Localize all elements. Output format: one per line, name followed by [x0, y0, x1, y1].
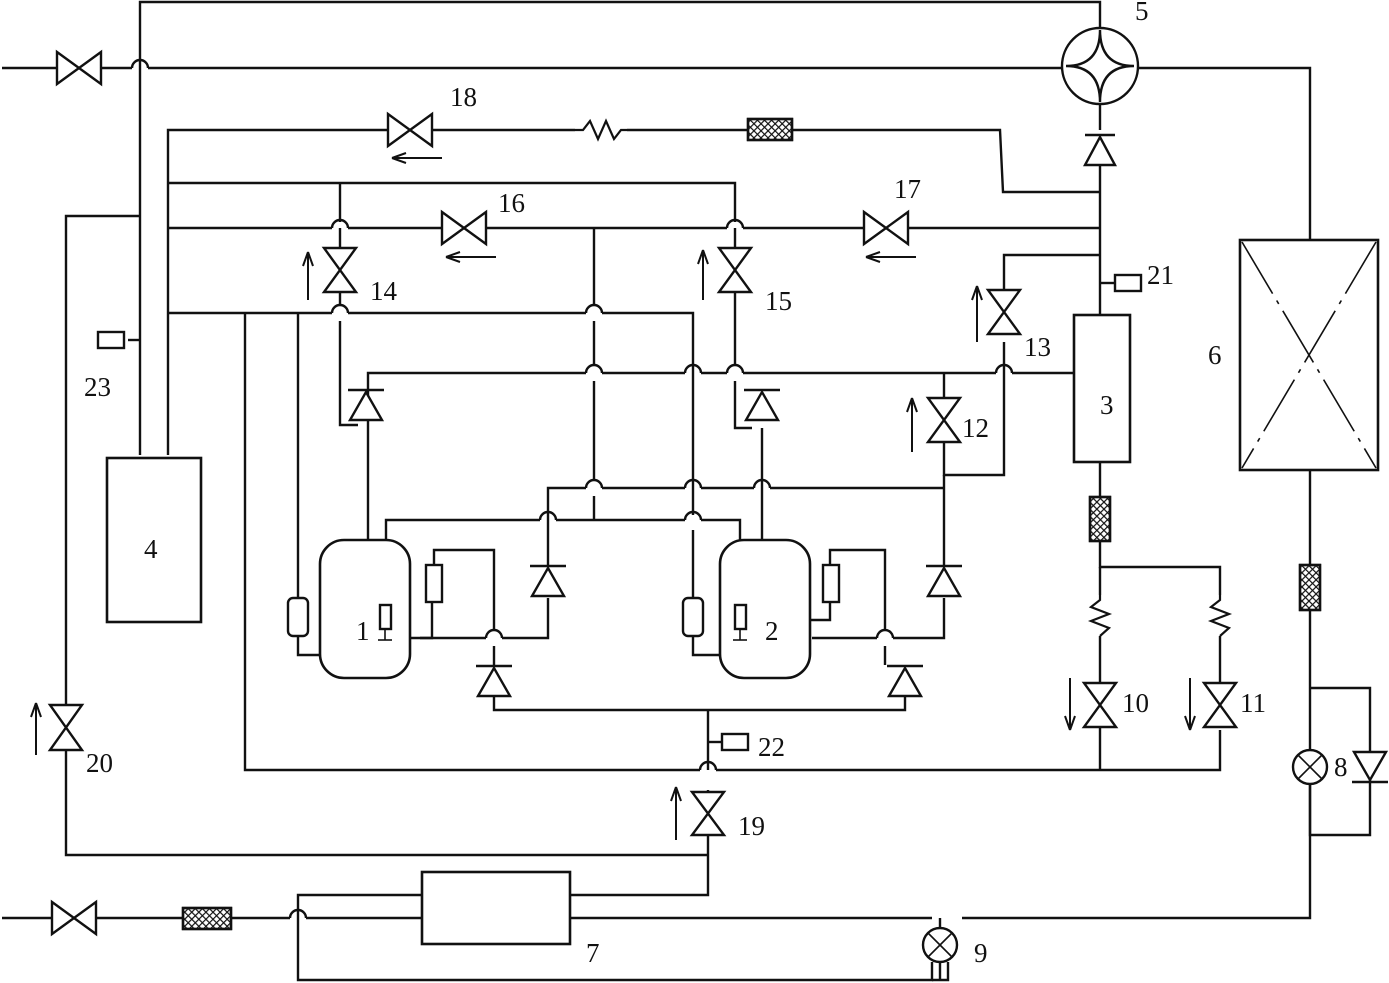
label-2: 2: [765, 616, 779, 646]
capillary-top: [575, 118, 627, 142]
label-8: 8: [1334, 752, 1348, 782]
label-6: 6: [1208, 340, 1222, 370]
filter-cond-x: [1298, 563, 1322, 612]
label-19: 19: [738, 811, 765, 841]
valve-15: [716, 246, 754, 294]
check-valve-discharge: [1082, 133, 1118, 167]
label-20: 20: [86, 748, 113, 778]
valve-inlet-top: [55, 49, 103, 87]
valve-18: [386, 111, 434, 149]
filter-sep-x: [1088, 495, 1112, 543]
flow-arrows: [30, 152, 1196, 840]
label-13: 13: [1024, 332, 1051, 362]
valve-14: [321, 246, 359, 294]
valve-20: [47, 703, 85, 752]
label-3: 3: [1100, 390, 1114, 420]
label-9: 9: [974, 938, 988, 968]
capillary-10: [1087, 595, 1113, 637]
labels: 1 2 3 4 5 6 7 8 9 10 11 12 13 14 15 16 1…: [84, 0, 1348, 968]
sensor-box-1: [424, 563, 444, 604]
sensor-22: [720, 732, 750, 752]
check-valve-comp2-top: [743, 388, 781, 422]
expansion-valve-9: [921, 926, 959, 964]
economizer-7: [420, 870, 572, 946]
valve-13: [985, 288, 1023, 336]
check-valve-comp2-bottom: [886, 664, 924, 698]
condenser-6: [1238, 238, 1380, 472]
label-10: 10: [1122, 688, 1149, 718]
label-7: 7: [586, 938, 600, 968]
valve-16: [440, 209, 488, 247]
label-17: 17: [894, 174, 921, 204]
sensor-23: [96, 330, 126, 350]
capillary-11: [1207, 595, 1233, 637]
check-valve-comp2-side: [925, 564, 963, 598]
valve-10: [1081, 681, 1119, 729]
label-14: 14: [370, 276, 398, 306]
label-21: 21: [1147, 260, 1174, 290]
label-22: 22: [758, 732, 785, 762]
label-11: 11: [1240, 688, 1266, 718]
valve-inlet-bottom: [50, 899, 98, 937]
check-valve-8-bypass: [1351, 740, 1389, 784]
valve-17: [862, 209, 910, 247]
check-valve-comp1-top: [347, 388, 385, 422]
check-valve-comp1-bottom: [475, 664, 513, 698]
separator-3: [1072, 313, 1132, 464]
label-4: 4: [144, 534, 158, 564]
valve-19: [689, 790, 727, 837]
label-23: 23: [84, 372, 111, 402]
sensor-21: [1113, 273, 1143, 293]
label-12: 12: [962, 413, 989, 443]
compressor-2: [718, 538, 812, 680]
tank-4: [105, 456, 203, 624]
four-way-valve-5: [1060, 26, 1140, 106]
oil-heater-2: [681, 596, 705, 638]
filter-top-x: [746, 117, 794, 142]
filter-bottom-x: [181, 906, 233, 931]
compressor-1: [318, 538, 412, 680]
check-valve-comp1-side: [529, 564, 567, 598]
expansion-valve-8: [1291, 748, 1329, 786]
label-18: 18: [450, 82, 477, 112]
valve-12: [925, 396, 963, 444]
valve-11: [1201, 681, 1239, 729]
oil-heater-1: [286, 596, 310, 638]
sensor-box-2: [821, 563, 841, 604]
label-15: 15: [765, 286, 792, 316]
label-1: 1: [356, 616, 370, 646]
label-5: 5: [1135, 0, 1149, 26]
label-16: 16: [498, 188, 525, 218]
